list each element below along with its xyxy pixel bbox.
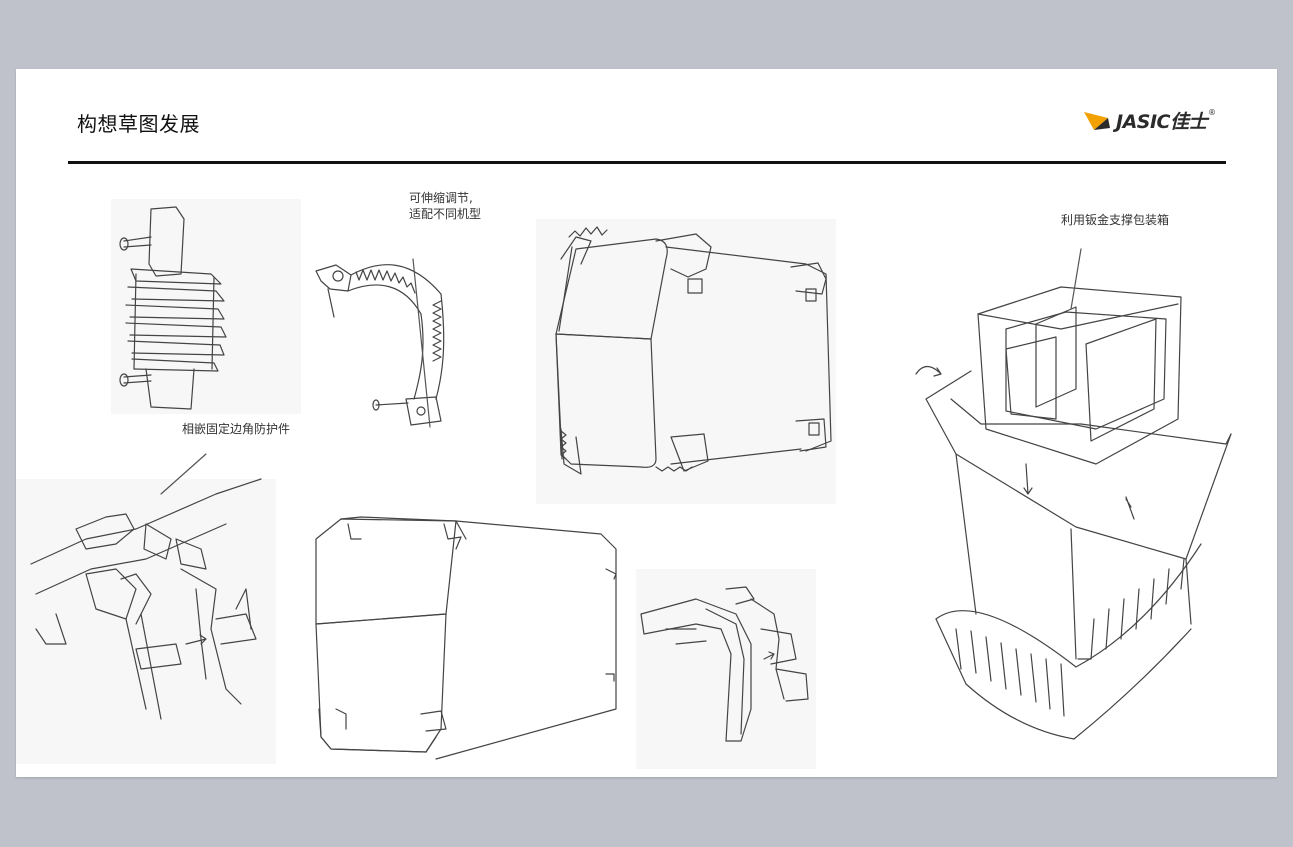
brand-name: JASIC佳士 — [1116, 110, 1207, 133]
title-divider — [68, 161, 1226, 164]
sketch-box-corner-bellows — [536, 219, 836, 504]
annotation-adjustable: 可伸缩调节, 适配不同机型 — [409, 190, 481, 222]
sketch-box-corner-protectors — [315, 516, 617, 760]
annotation-corner-protector: 相嵌固定边角防护件 — [182, 422, 291, 436]
sketch-corner-protector — [16, 453, 276, 764]
registered-mark: ® — [1207, 107, 1216, 117]
slide-page: 构想草图发展 JASIC佳士 ® — [16, 69, 1277, 777]
annotation-sheet-metal: 利用钣金支撑包装箱 — [1061, 213, 1170, 227]
annotation-adjustable-line1: 可伸缩调节, — [409, 191, 473, 205]
sketch-l-corner-protector — [636, 569, 816, 769]
logo-mark-icon — [1084, 112, 1110, 130]
sketch-sheet-metal-support — [915, 248, 1232, 740]
sketch-bellows-connector — [111, 199, 301, 414]
sketch-arched-bellows — [315, 258, 445, 428]
brand-logo: JASIC佳士 ® — [1082, 105, 1216, 135]
slide-title: 构想草图发展 — [77, 112, 200, 136]
annotation-adjustable-line2: 适配不同机型 — [409, 207, 482, 221]
concept-sketches — [16, 199, 1232, 769]
